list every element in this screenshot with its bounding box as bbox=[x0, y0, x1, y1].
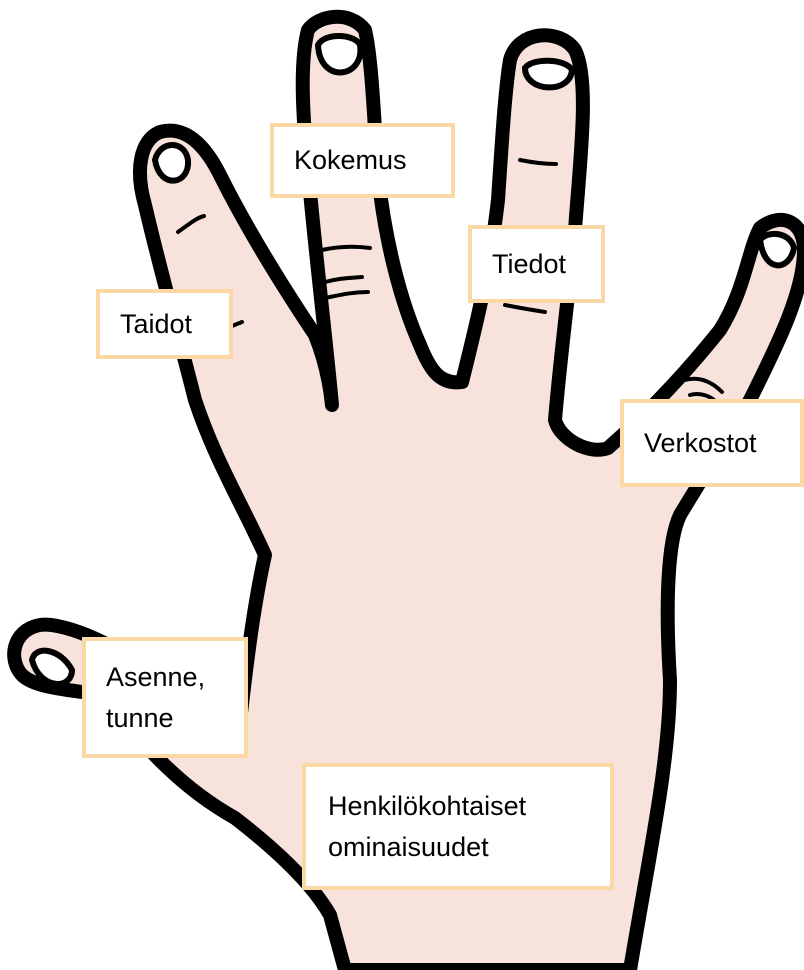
label-verkostot: Verkostot bbox=[620, 399, 804, 487]
pinky-nail bbox=[155, 145, 188, 181]
label-kokemus: Kokemus bbox=[270, 123, 455, 198]
label-henkilokohtaiset-line1: Henkilökohtaiset bbox=[328, 786, 590, 827]
label-verkostot-text: Verkostot bbox=[644, 423, 780, 464]
label-taidot: Taidot bbox=[96, 289, 233, 359]
label-tiedot: Tiedot bbox=[468, 225, 605, 303]
index-nail bbox=[760, 234, 794, 266]
label-asenne-line2: tunne bbox=[106, 698, 224, 739]
label-henkilokohtaiset-ominaisuudet: Henkilökohtaiset ominaisuudet bbox=[302, 763, 614, 890]
label-tiedot-text: Tiedot bbox=[492, 244, 581, 285]
label-henkilokohtaiset-line2: ominaisuudet bbox=[328, 827, 590, 868]
label-taidot-text: Taidot bbox=[120, 304, 209, 345]
label-asenne-tunne: Asenne, tunne bbox=[82, 637, 248, 758]
label-kokemus-text: Kokemus bbox=[294, 140, 431, 181]
middle-nail bbox=[525, 61, 572, 88]
ring-nail bbox=[318, 36, 360, 72]
label-asenne-line1: Asenne, bbox=[106, 657, 224, 698]
